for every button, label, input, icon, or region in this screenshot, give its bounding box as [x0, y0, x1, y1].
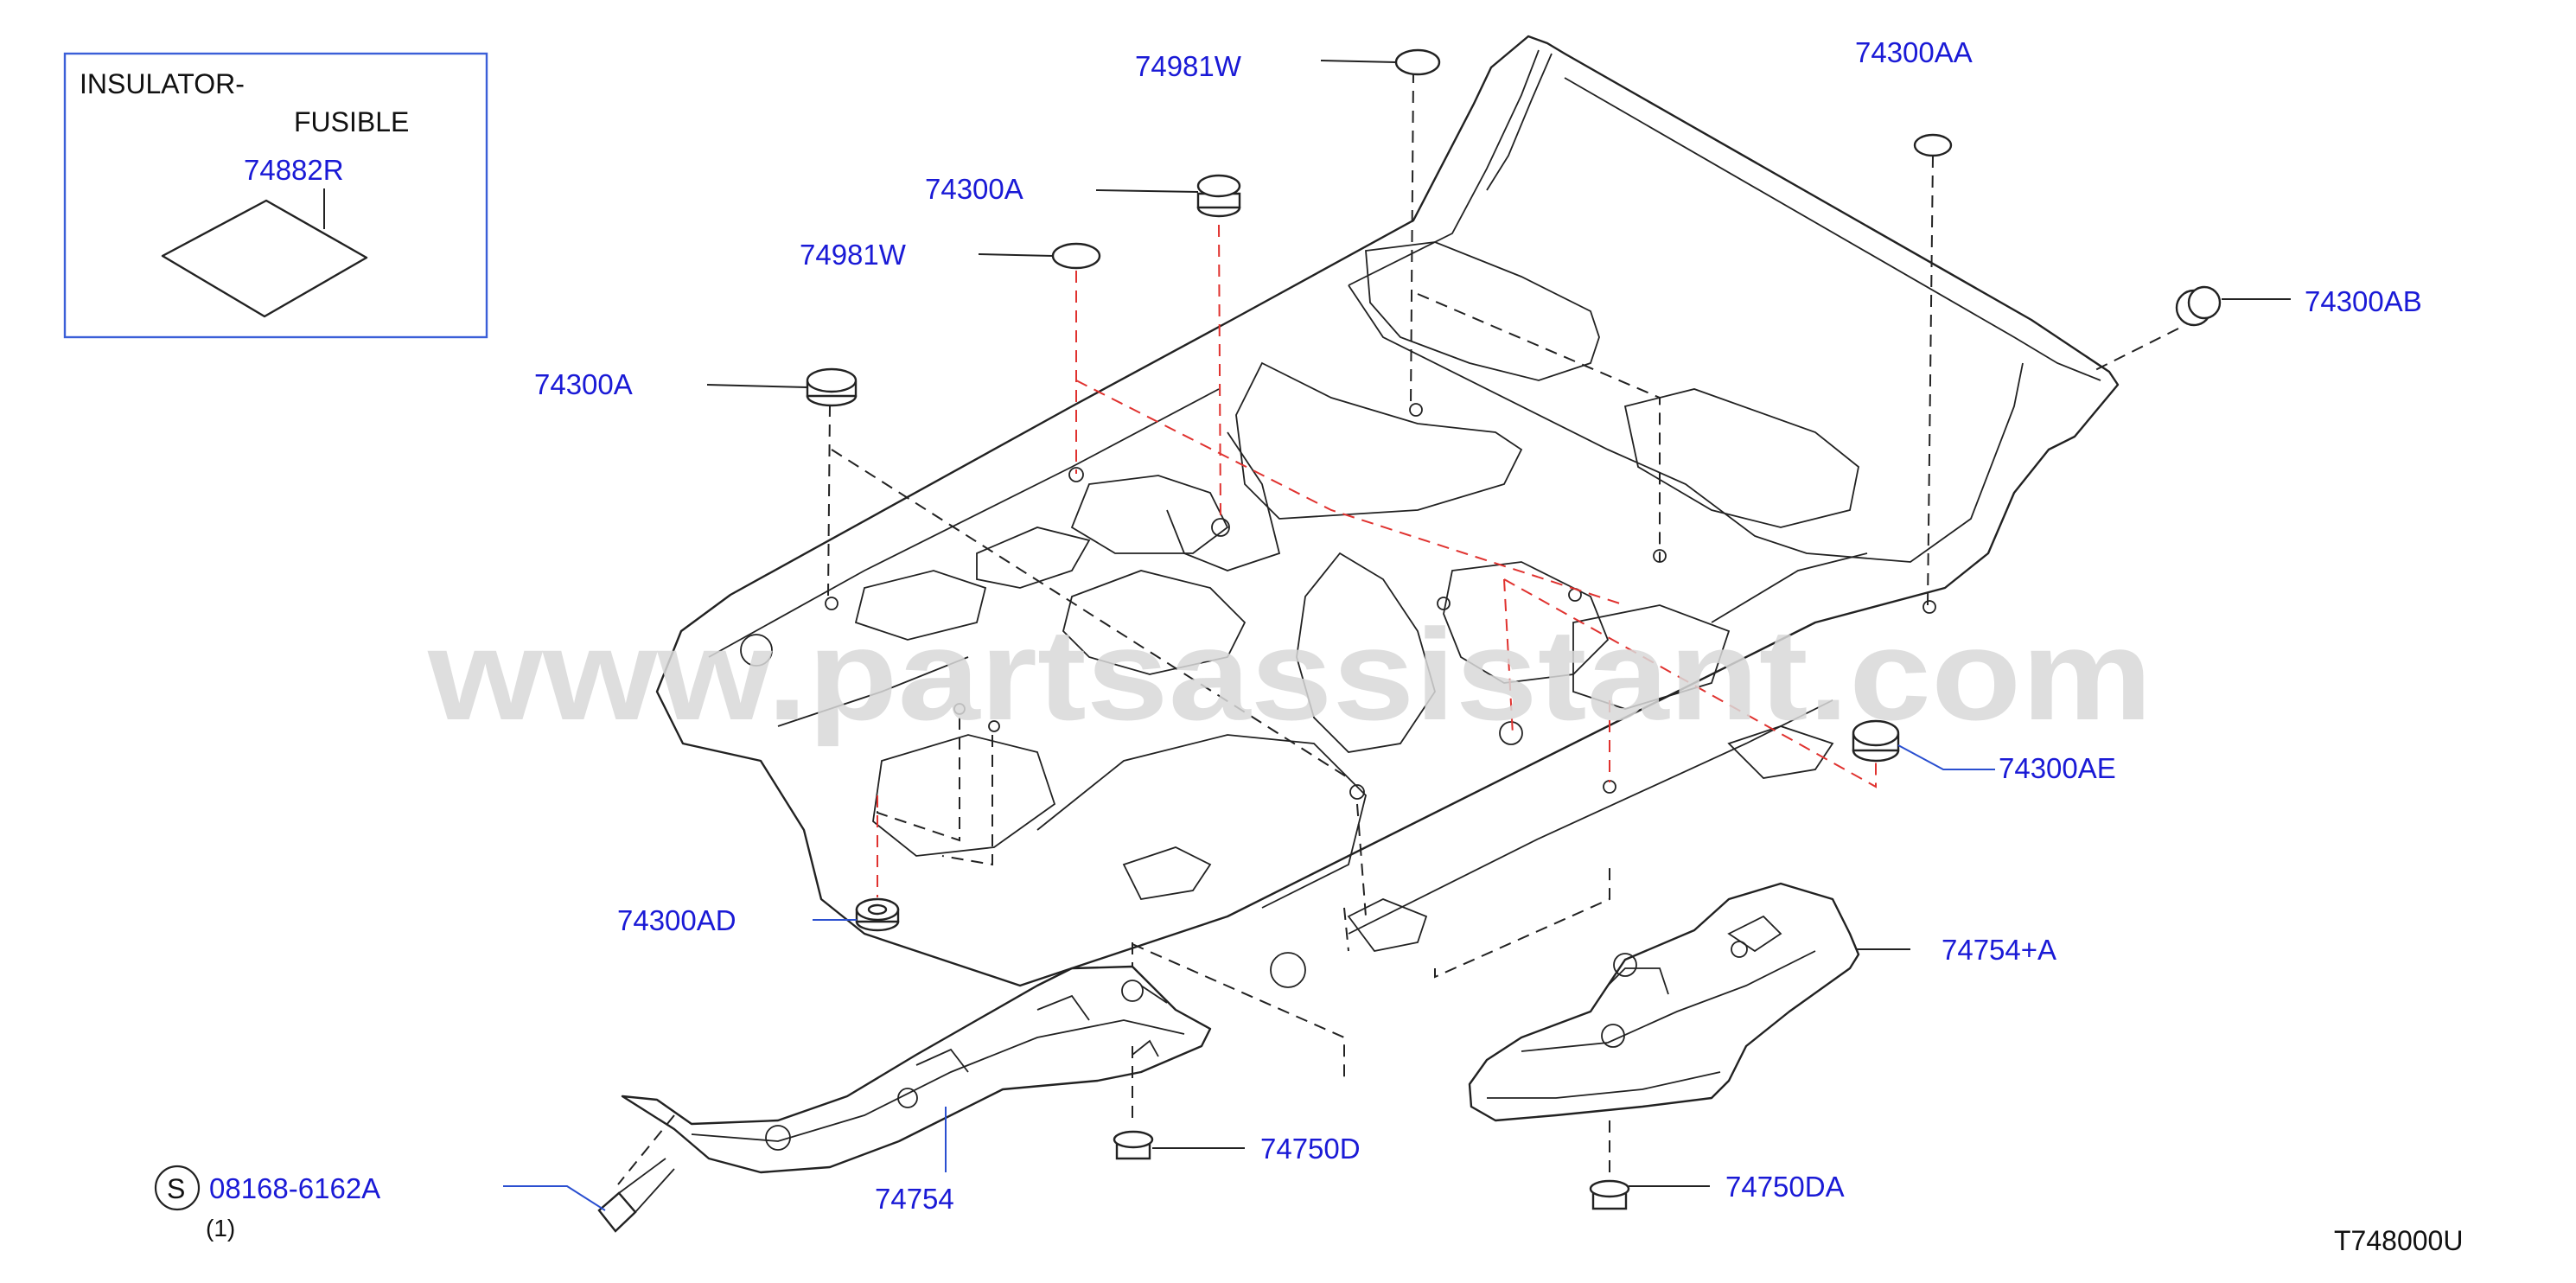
leader-74981w-top [1320, 60, 1397, 63]
callout-74750d[interactable]: 74750D [1260, 1133, 1361, 1165]
leader-74981w-mid [978, 253, 1054, 257]
reference-lines [617, 70, 2179, 1185]
undercover-74754a [1468, 882, 1860, 1122]
callout-74981w-mid[interactable]: 74981W [800, 239, 907, 271]
plug-74981w-top [1394, 48, 1441, 76]
callout-74981w-top[interactable]: 74981W [1135, 50, 1242, 82]
callout-74300ad[interactable]: 74300AD [617, 904, 736, 936]
callout-74300aa[interactable]: 74300AA [1855, 36, 1973, 68]
callout-74300a-upper[interactable]: 74300A [925, 173, 1023, 205]
plug-74300ae [1852, 719, 1900, 763]
bolt-quantity: (1) [206, 1215, 235, 1242]
leader-74300ae [1897, 744, 1995, 770]
leader-bolt [503, 1185, 606, 1211]
callout-74300ae[interactable]: 74300AE [1999, 752, 2116, 784]
diagram-code: T748000U [2334, 1225, 2463, 1256]
leader-74300a-left [706, 384, 808, 388]
inset-title-line1: INSULATOR- [80, 68, 245, 99]
callout-74754a[interactable]: 74754+A [1942, 934, 2056, 966]
plug-74300ab [2175, 285, 2222, 327]
leader-74300a-upper [1095, 189, 1199, 193]
bolt-symbol-circle [154, 1165, 201, 1211]
callout-bolt[interactable]: 08168-6162A [209, 1172, 380, 1204]
nut-74750da [1589, 1179, 1630, 1210]
callout-74300a-left[interactable]: 74300A [534, 368, 633, 400]
watermark: www.partsassistant.com [427, 602, 2152, 747]
plug-74300a-upper [1196, 174, 1241, 218]
inset-part-number[interactable]: 74882R [244, 154, 344, 186]
plug-74300aa [1913, 133, 1953, 157]
floor-panel [655, 35, 2120, 988]
callout-74300ab[interactable]: 74300AB [2305, 285, 2422, 317]
bolt-08168-6162a [597, 1158, 675, 1233]
plug-74300a-left [806, 367, 858, 407]
callout-74750da[interactable]: 74750DA [1725, 1171, 1845, 1203]
nut-74750d [1113, 1130, 1154, 1160]
bolt-symbol: S [167, 1173, 185, 1204]
grommet-74300ad [855, 897, 900, 932]
inset-box [63, 52, 488, 339]
inset-title-line2: FUSIBLE [294, 106, 409, 137]
undercover-74754 [621, 965, 1212, 1174]
callout-74754[interactable]: 74754 [875, 1183, 954, 1215]
plug-74981w-mid [1051, 242, 1101, 270]
insulator-pad [161, 199, 368, 318]
